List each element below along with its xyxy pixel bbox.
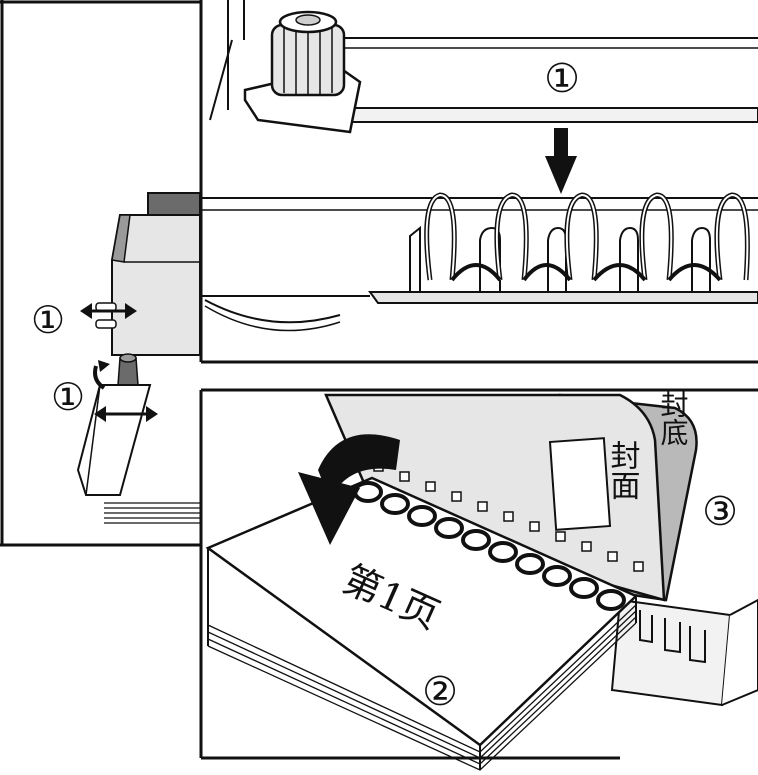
double-arrow-icon <box>80 303 137 319</box>
step-1-marker-lower: ① <box>51 375 85 419</box>
paper-stack <box>104 502 200 524</box>
double-arrow-icon <box>94 406 158 422</box>
curved-arrow-icon <box>298 434 400 545</box>
front-cover-label: 封面 <box>605 440 640 500</box>
step-3-marker: ③ <box>702 489 738 535</box>
back-cover-label: 封底 <box>657 390 690 446</box>
bottom-panel: 封面 封底 第1页 ② ③ <box>199 388 758 771</box>
page-edges <box>207 548 637 771</box>
step-2-marker: ② <box>422 669 458 715</box>
binding-coil-rings <box>353 481 626 611</box>
step-1-marker-top: ① <box>544 56 580 102</box>
knob-icon <box>243 10 362 134</box>
punch-holes <box>373 461 644 572</box>
binding-coil <box>424 192 750 282</box>
step-1-marker-upper: ① <box>31 298 65 342</box>
curved-arrow-icon <box>93 360 110 390</box>
down-arrow-icon <box>545 128 577 194</box>
top-right-panel: ① <box>199 0 758 364</box>
comb-teeth <box>409 225 711 293</box>
left-side-panel: ① ① <box>0 0 201 547</box>
